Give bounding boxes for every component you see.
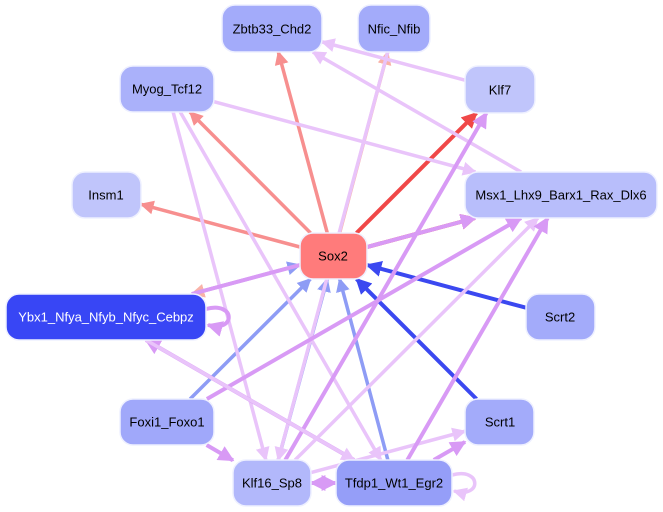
node-label: Tfdp1_Wt1_Egr2 (345, 476, 443, 491)
node-insm1[interactable]: Insm1 (71, 171, 142, 219)
node-nfic-nfib[interactable]: Nfic_Nfib (357, 4, 431, 53)
edge-tfdp1-to-scrt1 (432, 440, 467, 462)
node-tfdp1-wt1-egr2[interactable]: Tfdp1_Wt1_Egr2 (335, 459, 453, 507)
node-label: Myog_Tcf12 (132, 82, 202, 97)
node-label: Zbtb33_Chd2 (233, 22, 312, 37)
node-scrt1[interactable]: Scrt1 (464, 398, 535, 446)
node-foxi1-foxo1[interactable]: Foxi1_Foxo1 (119, 398, 215, 446)
edge-scrt2-to-sox2 (365, 261, 527, 310)
edge-klf7-to-zbtb33_chd2 (320, 38, 466, 82)
node-scrt2[interactable]: Scrt2 (525, 293, 596, 341)
node-label: Scrt2 (545, 310, 575, 325)
node-label: Sox2 (318, 249, 348, 264)
edge-myog_tcf12-to-msx1 (213, 99, 477, 176)
edge-ybx1-to-ybx1 (205, 305, 231, 337)
edge-ybx1-to-tfdp1 (145, 338, 356, 462)
edge-foxi1_foxo1-to-msx1 (205, 216, 523, 401)
node-label: Foxi1_Foxo1 (129, 415, 204, 430)
edge-klf16_sp8-to-scrt1 (310, 427, 467, 475)
node-sox2[interactable]: Sox2 (299, 232, 368, 280)
node-ybx1-nfya-nfyb-nfyc-cebpz[interactable]: Ybx1_Nfya_Nfyb_Nfyc_Cebpz (5, 293, 207, 341)
edge-tfdp1-to-sox2 (336, 277, 390, 461)
node-zbtb33-chd2[interactable]: Zbtb33_Chd2 (221, 4, 323, 53)
edge-foxi1_foxo1-to-sox2 (188, 277, 312, 401)
node-label: Klf16_Sp8 (242, 476, 302, 491)
edge-sox2-to-zbtb33_chd2 (274, 50, 329, 234)
node-label: Ybx1_Nfya_Nfyb_Nfyc_Cebpz (18, 310, 194, 325)
node-klf16-sp8[interactable]: Klf16_Sp8 (232, 459, 312, 507)
edge-sox2-to-klf7 (355, 111, 478, 235)
nodes-layer: Zbtb33_Chd2 Nfic_Nfib Myog_Tcf12 Klf7 In… (5, 4, 658, 507)
node-msx1-lhx9-barx1-rax-dlx6[interactable]: Msx1_Lhx9_Barx1_Rax_Dlx6 (464, 171, 658, 219)
edge-sox2-to-myog_tcf12 (188, 110, 312, 235)
edge-tfdp1-to-msx1 (405, 216, 550, 462)
edge-klf16_sp8-to-klf7 (283, 111, 489, 462)
edge-klf16_sp8-to-msx1 (293, 216, 540, 462)
edge-sox2-to-insm1 (139, 200, 301, 249)
edge-tfdp1-to-tfdp1 (451, 471, 477, 502)
node-myog-tcf12[interactable]: Myog_Tcf12 (119, 65, 215, 113)
node-label: Nfic_Nfib (368, 22, 421, 37)
node-label: Msx1_Lhx9_Barx1_Rax_Dlx6 (475, 188, 646, 203)
node-label: Scrt1 (485, 415, 515, 430)
node-label: Insm1 (88, 188, 123, 203)
edge-foxi1_foxo1-to-klf16_sp8 (205, 443, 235, 463)
node-klf7[interactable]: Klf7 (464, 65, 536, 114)
node-label: Klf7 (489, 83, 511, 98)
edge-myog_tcf12-to-tfdp1 (178, 111, 383, 462)
edge-msx1-to-zbtb33_chd2 (311, 50, 522, 174)
